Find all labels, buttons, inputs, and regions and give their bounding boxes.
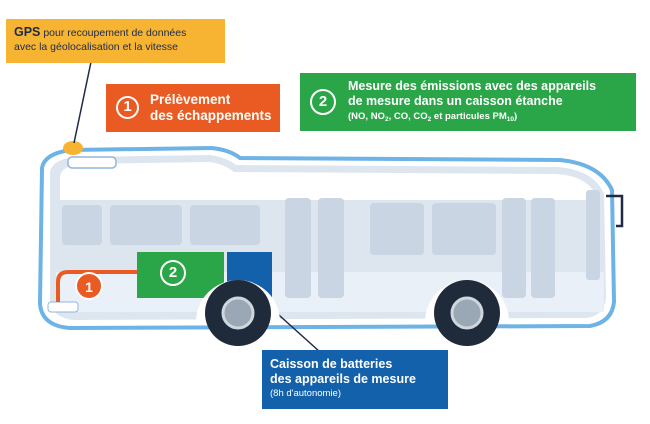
mesure-number-badge: 2 [310,89,336,115]
door-1 [285,198,311,298]
roof-hatch [67,156,117,169]
door-3 [502,198,526,298]
windshield [586,190,600,280]
prelevement-callout: 1 Prélèvement des échappements [106,84,280,132]
window-5 [432,203,496,255]
bus-marker-2-label: 2 [160,260,186,286]
exhaust-sampling-pipe [56,270,137,302]
gps-line1: pour recoupement de données [40,27,187,39]
window-1 [62,205,102,245]
gps-callout: GPS pour recoupement de données avec la … [6,19,225,63]
prelevement-line1: Prélèvement [150,92,231,107]
gps-leader-line [73,61,92,144]
side-mirror [606,194,624,228]
mesure-callout: 2 Mesure des émissions avec des appareil… [300,73,636,131]
door-2 [318,198,344,298]
door-4 [531,198,555,298]
gps-title: GPS [14,25,41,39]
prelevement-number-badge: 1 [116,96,139,119]
batteries-line1: Caisson de batteries [270,357,393,371]
front-wheel-hub [450,296,484,330]
marker-1-circle [75,272,103,300]
window-2 [110,205,182,245]
window-3 [190,205,260,245]
batteries-callout: Caisson de batteries des appareils de me… [262,350,448,409]
mesure-line1: Mesure des émissions avec des appareils [348,79,597,93]
window-4 [370,203,424,255]
batteries-sub: (8h d'autonomie) [270,388,341,399]
rear-bumper [47,301,79,313]
gps-line2: avec la géolocalisation et la vitesse [14,41,179,53]
bus-marker-1-label: 1 [85,279,93,295]
mesure-pollutants: (NO, NO2, CO, CO2 et particules PM10) [348,111,518,123]
batteries-line2: des appareils de mesure [270,372,416,386]
bus-roof [60,162,598,200]
mesure-line2: de mesure dans un caisson étanche [348,94,563,108]
rear-wheel-hub [221,296,255,330]
gps-antenna [63,141,83,155]
prelevement-line2: des échappements [150,108,272,123]
